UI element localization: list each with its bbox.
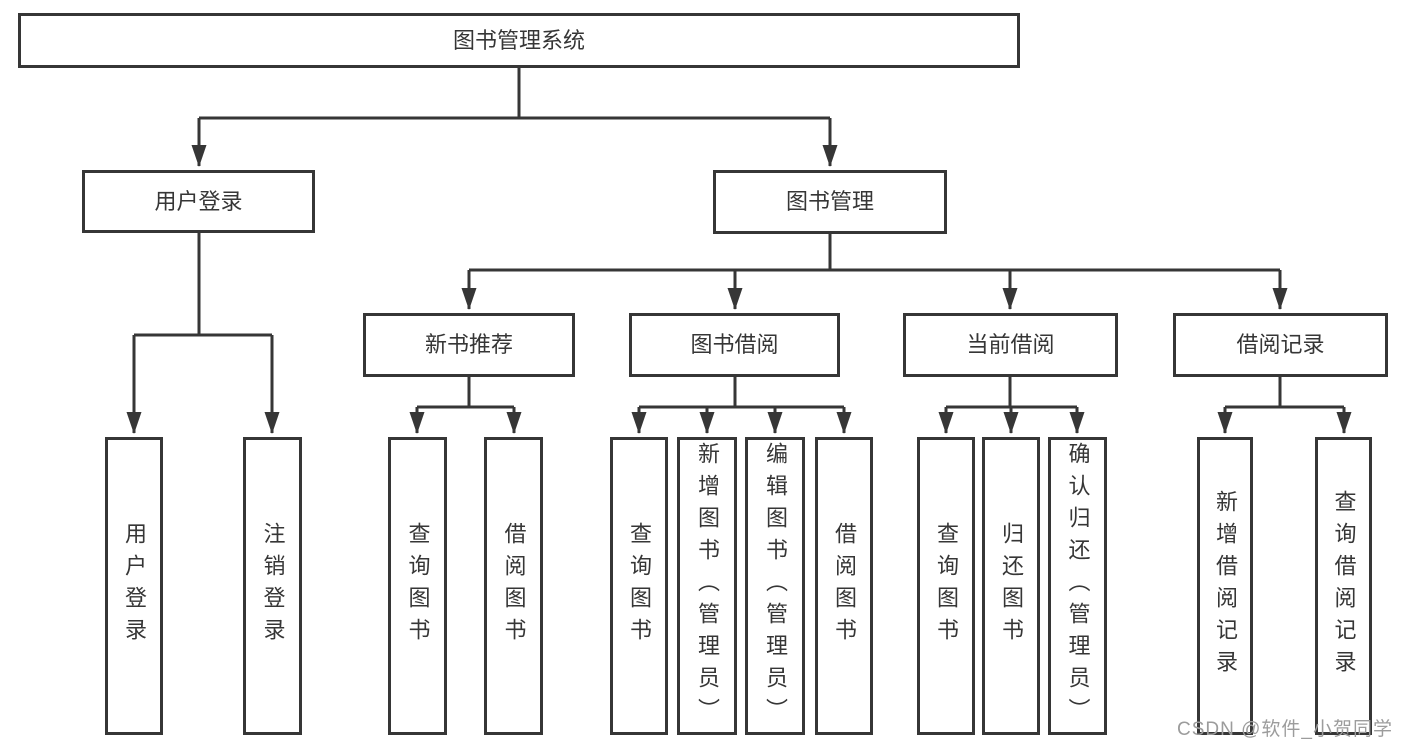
leaf-confirm-return-admin: 确认归还（管理员） bbox=[1048, 437, 1107, 735]
node-borrowing-records-label: 借阅记录 bbox=[1236, 332, 1325, 357]
node-user-login-label: 用户登录 bbox=[154, 188, 243, 214]
node-current-borrowing: 当前借阅 bbox=[903, 313, 1118, 377]
leaf-query-books-borrowing: 查询图书 bbox=[610, 437, 668, 735]
leaf-query-borrow-record: 查询借阅记录 bbox=[1315, 437, 1372, 735]
node-book-borrowing: 图书借阅 bbox=[629, 313, 840, 377]
node-book-management: 图书管理 bbox=[713, 170, 947, 234]
leaf-user-login: 用户登录 bbox=[105, 437, 163, 735]
node-current-borrowing-label: 当前借阅 bbox=[966, 332, 1055, 357]
node-new-book-recommend: 新书推荐 bbox=[363, 313, 575, 377]
node-book-management-label: 图书管理 bbox=[785, 189, 874, 214]
leaf-edit-books-admin: 编辑图书（管理员） bbox=[745, 437, 805, 735]
leaf-confirm-return-admin-label: 确认归还（管理员） bbox=[1065, 442, 1091, 730]
leaf-logout: 注销登录 bbox=[243, 437, 302, 735]
csdn-watermark: CSDN @软件_小贺同学 bbox=[1177, 719, 1393, 740]
leaf-logout-label: 注销登录 bbox=[260, 522, 286, 650]
leaf-user-login-label: 用户登录 bbox=[122, 522, 147, 650]
node-book-borrowing-label: 图书借阅 bbox=[690, 332, 779, 357]
leaf-borrow-books-borrowing: 借阅图书 bbox=[815, 437, 873, 735]
node-user-login: 用户登录 bbox=[82, 170, 315, 233]
leaf-return-books: 归还图书 bbox=[982, 437, 1040, 735]
leaf-add-books-admin-label: 新增图书（管理员） bbox=[695, 442, 720, 730]
leaf-add-books-admin: 新增图书（管理员） bbox=[677, 437, 737, 735]
leaf-add-borrow-record-label: 新增借阅记录 bbox=[1213, 490, 1238, 682]
leaf-add-borrow-record: 新增借阅记录 bbox=[1197, 437, 1253, 735]
leaf-borrow-books-borrowing-label: 借阅图书 bbox=[832, 522, 857, 650]
leaf-query-books-recommend: 查询图书 bbox=[388, 437, 447, 735]
leaf-borrow-books-recommend: 借阅图书 bbox=[484, 437, 543, 735]
leaf-query-borrow-record-label: 查询借阅记录 bbox=[1331, 490, 1357, 682]
node-root-label: 图书管理系统 bbox=[452, 27, 585, 53]
leaf-query-books-current-label: 查询图书 bbox=[934, 522, 959, 650]
leaf-return-books-label: 归还图书 bbox=[999, 522, 1024, 650]
node-new-book-recommend-label: 新书推荐 bbox=[424, 332, 513, 357]
node-root: 图书管理系统 bbox=[18, 13, 1020, 68]
leaf-query-books-recommend-label: 查询图书 bbox=[405, 522, 431, 650]
node-borrowing-records: 借阅记录 bbox=[1173, 313, 1388, 377]
leaf-edit-books-admin-label: 编辑图书（管理员） bbox=[763, 442, 788, 730]
leaf-query-books-current: 查询图书 bbox=[917, 437, 975, 735]
leaf-query-books-borrowing-label: 查询图书 bbox=[627, 522, 652, 650]
leaf-borrow-books-recommend-label: 借阅图书 bbox=[501, 522, 527, 650]
